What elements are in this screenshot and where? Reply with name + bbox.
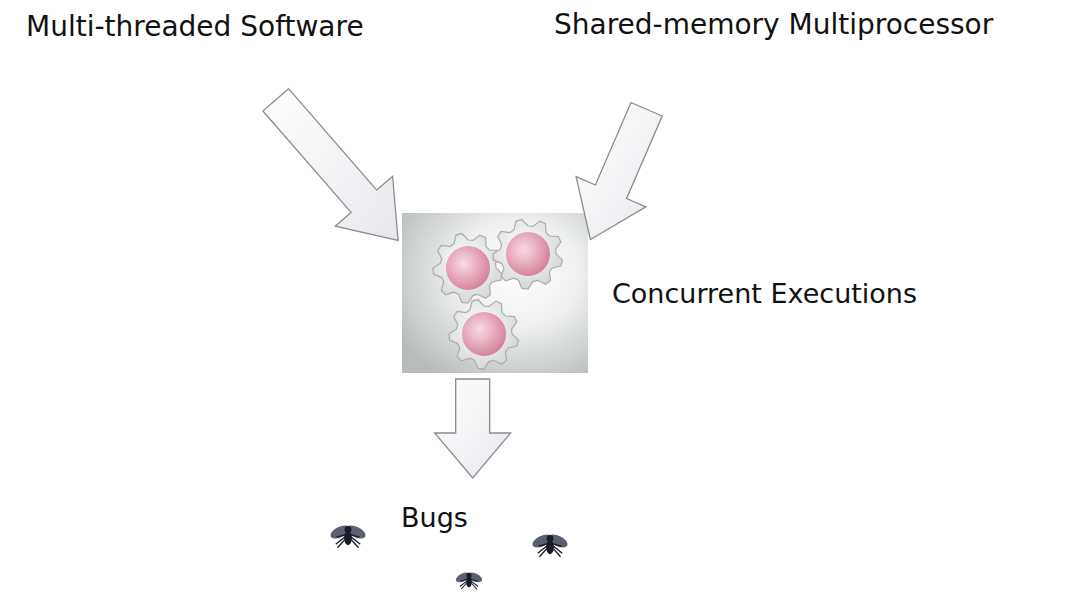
gear-teeth [433,234,502,303]
bug-icon [328,523,367,548]
node-label: Multi-threaded Software [26,10,364,43]
node-label: Bugs [401,502,468,533]
block-arrow [435,379,511,478]
block-arrow [576,103,662,240]
gear-icon [449,300,518,369]
image-backdrop [402,213,588,373]
gear-teeth [449,300,518,369]
bug-icon [454,571,483,590]
gear-teeth [493,220,562,289]
text-node: Bugs [395,498,474,537]
gear-icon [493,220,562,289]
image-caption: Concurrent Executions [612,278,917,309]
image-node: Concurrent Executions [402,213,588,373]
gear-core [446,246,490,290]
block-arrow [263,89,398,241]
text-node: Multi-threaded Software [20,6,370,47]
node-label: Shared-memory Multiprocessor [554,8,993,41]
gear-core [462,312,506,356]
text-node: Shared-memory Multiprocessor [548,4,999,45]
gear-icon [433,234,502,303]
gear-core [506,232,550,276]
gear-group [433,220,562,369]
bug-icon [530,532,569,557]
